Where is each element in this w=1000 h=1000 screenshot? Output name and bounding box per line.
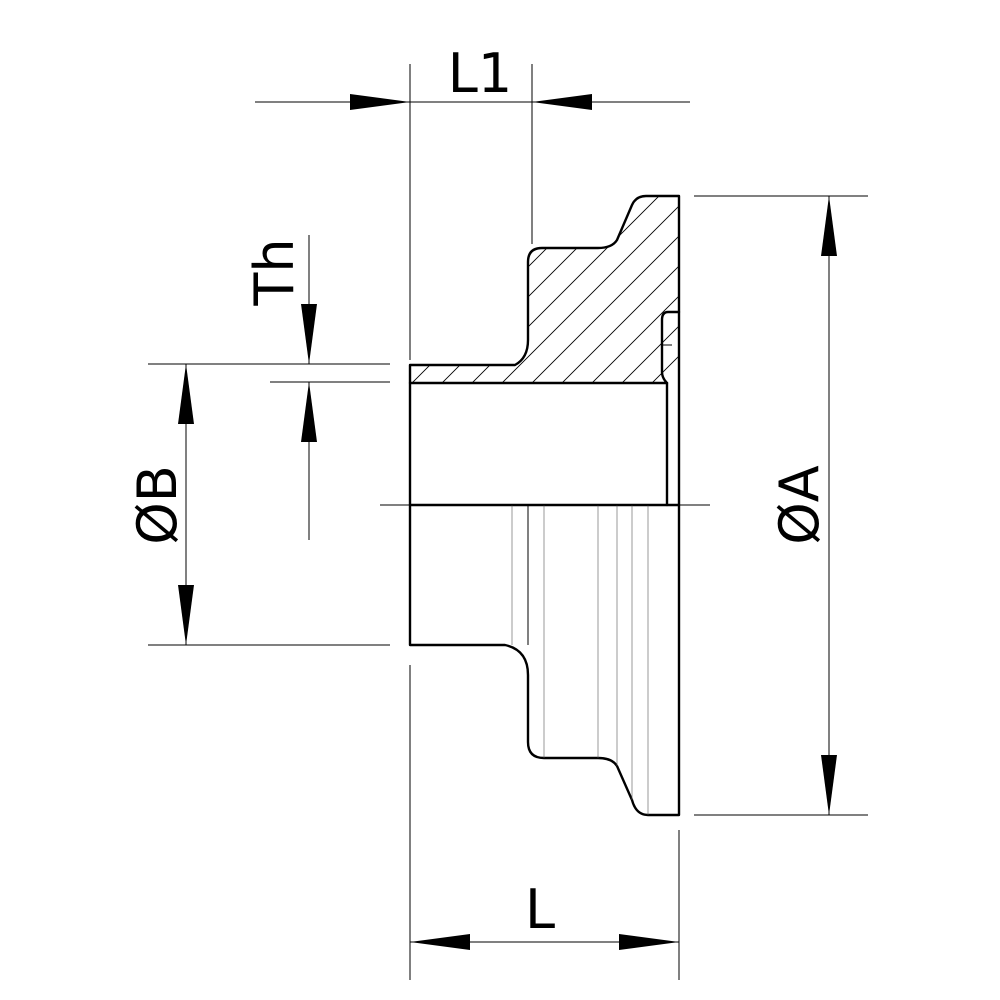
- label-B: ØB: [126, 465, 189, 545]
- label-A: ØA: [768, 465, 831, 545]
- label-L1: L1: [448, 42, 512, 105]
- section-outline: [408, 194, 681, 507]
- dimension-L: L: [409, 665, 680, 980]
- view-outline: [408, 503, 681, 817]
- dimension-L1: L1: [255, 42, 690, 360]
- label-Th: Th: [243, 238, 306, 306]
- dimension-A: ØA: [694, 195, 868, 816]
- section-hatching: [410, 196, 679, 383]
- dimension-Th: Th: [148, 235, 390, 540]
- label-L: L: [525, 878, 555, 941]
- groove-outline: [660, 310, 681, 507]
- dimension-B: ØB: [126, 364, 390, 646]
